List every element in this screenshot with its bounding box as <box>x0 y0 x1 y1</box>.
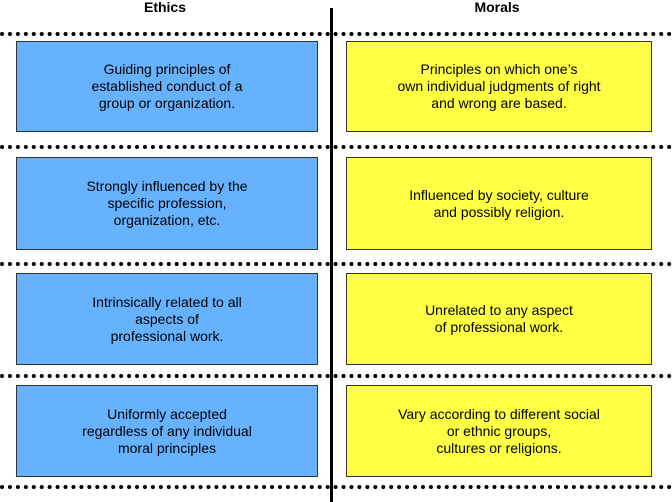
row-separator <box>0 262 672 266</box>
ethics-influence-box: Strongly influenced by the specific prof… <box>16 157 318 250</box>
row-separator <box>0 374 672 378</box>
morals-column-header: Morals <box>474 0 520 15</box>
row-separator <box>0 32 672 36</box>
column-divider <box>330 8 333 502</box>
ethics-column-header: Ethics <box>143 0 186 15</box>
ethics-work-relation-box: Intrinsically related to all aspects of … <box>16 273 318 365</box>
morals-work-relation-box: Unrelated to any aspect of professional … <box>346 273 652 365</box>
row-separator <box>0 145 672 149</box>
morals-influence-box: Influenced by society, culture and possi… <box>346 157 652 250</box>
ethics-definition-box: Guiding principles of established conduc… <box>16 41 318 132</box>
morals-variation-box: Vary according to different social or et… <box>346 385 652 477</box>
row-separator <box>0 485 672 489</box>
ethics-acceptance-box: Uniformly accepted regardless of any ind… <box>16 385 318 477</box>
morals-definition-box: Principles on which one’s own individual… <box>346 41 652 132</box>
